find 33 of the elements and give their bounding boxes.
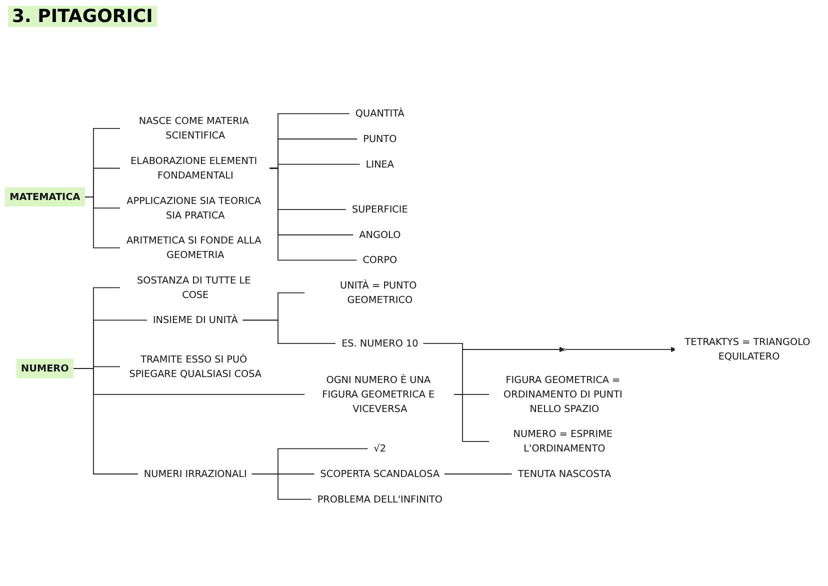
node-text: UNITÀ = PUNTO GEOMETRICO <box>340 280 417 306</box>
node-text: FIGURA GEOMETRICA = ORDINAMENTO DI PUNTI NELLO SPAZIO <box>504 374 622 414</box>
arrow <box>422 342 565 352</box>
node-text: NASCE COME MATERIA SCIENTIFICA <box>138 115 249 142</box>
node-box: MATEMATICA <box>4 187 86 207</box>
node-text: OGNI NUMERO È UNA FIGURA GEOMETRICA E VICEVERSA <box>322 374 435 414</box>
node-text: SOSTANZA DI TUTTE LE COSE <box>137 274 251 300</box>
node-box: NUMERO <box>16 358 74 378</box>
connector <box>454 394 490 442</box>
node-text: ANGOLO <box>359 228 401 240</box>
node-text: QUANTITÀ <box>355 108 404 120</box>
node-text: NUMERO = ESPRIME L'ORDINAMENTO <box>513 428 613 454</box>
node-text: √2 <box>374 442 386 454</box>
node-text: SUPERFICIE <box>352 204 408 215</box>
node-text: INSIEME DI UNITÀ <box>152 314 238 326</box>
node-text: PROBLEMA DELL'INFINITO <box>317 493 442 505</box>
node-text: SCOPERTA SCANDALOSA <box>320 468 440 480</box>
node-text: ES. NUMERO 10 <box>342 337 418 349</box>
title: 3. PITAGORICI <box>8 6 157 27</box>
connector <box>73 368 138 474</box>
arrow <box>565 346 676 352</box>
node-text: APPLICAZIONE SIA TEORICA SIA PRATICA <box>126 194 262 221</box>
node-text: PUNTO <box>363 132 397 144</box>
node-text: ARITMETICA SI FONDE ALLA GEOMETRIA <box>126 234 262 261</box>
node-text: NUMERI IRRAZIONALI <box>144 468 247 480</box>
node-text: CORPO <box>362 254 398 266</box>
connector <box>269 168 358 261</box>
node-text: TENUTA NASCOSTA <box>518 468 612 480</box>
node-text: ELABORAZIONE ELEMENTI FONDAMENTALI <box>130 154 258 181</box>
node-text: LINEA <box>366 158 394 170</box>
node-text: TETRAKTYS = TRIANGOLO EQUILATERO <box>684 336 810 362</box>
node-text: TRAMITE ESSO SI PUÒ SPIEGARE QUALSIASI COSA <box>129 353 262 380</box>
connector <box>242 320 336 344</box>
